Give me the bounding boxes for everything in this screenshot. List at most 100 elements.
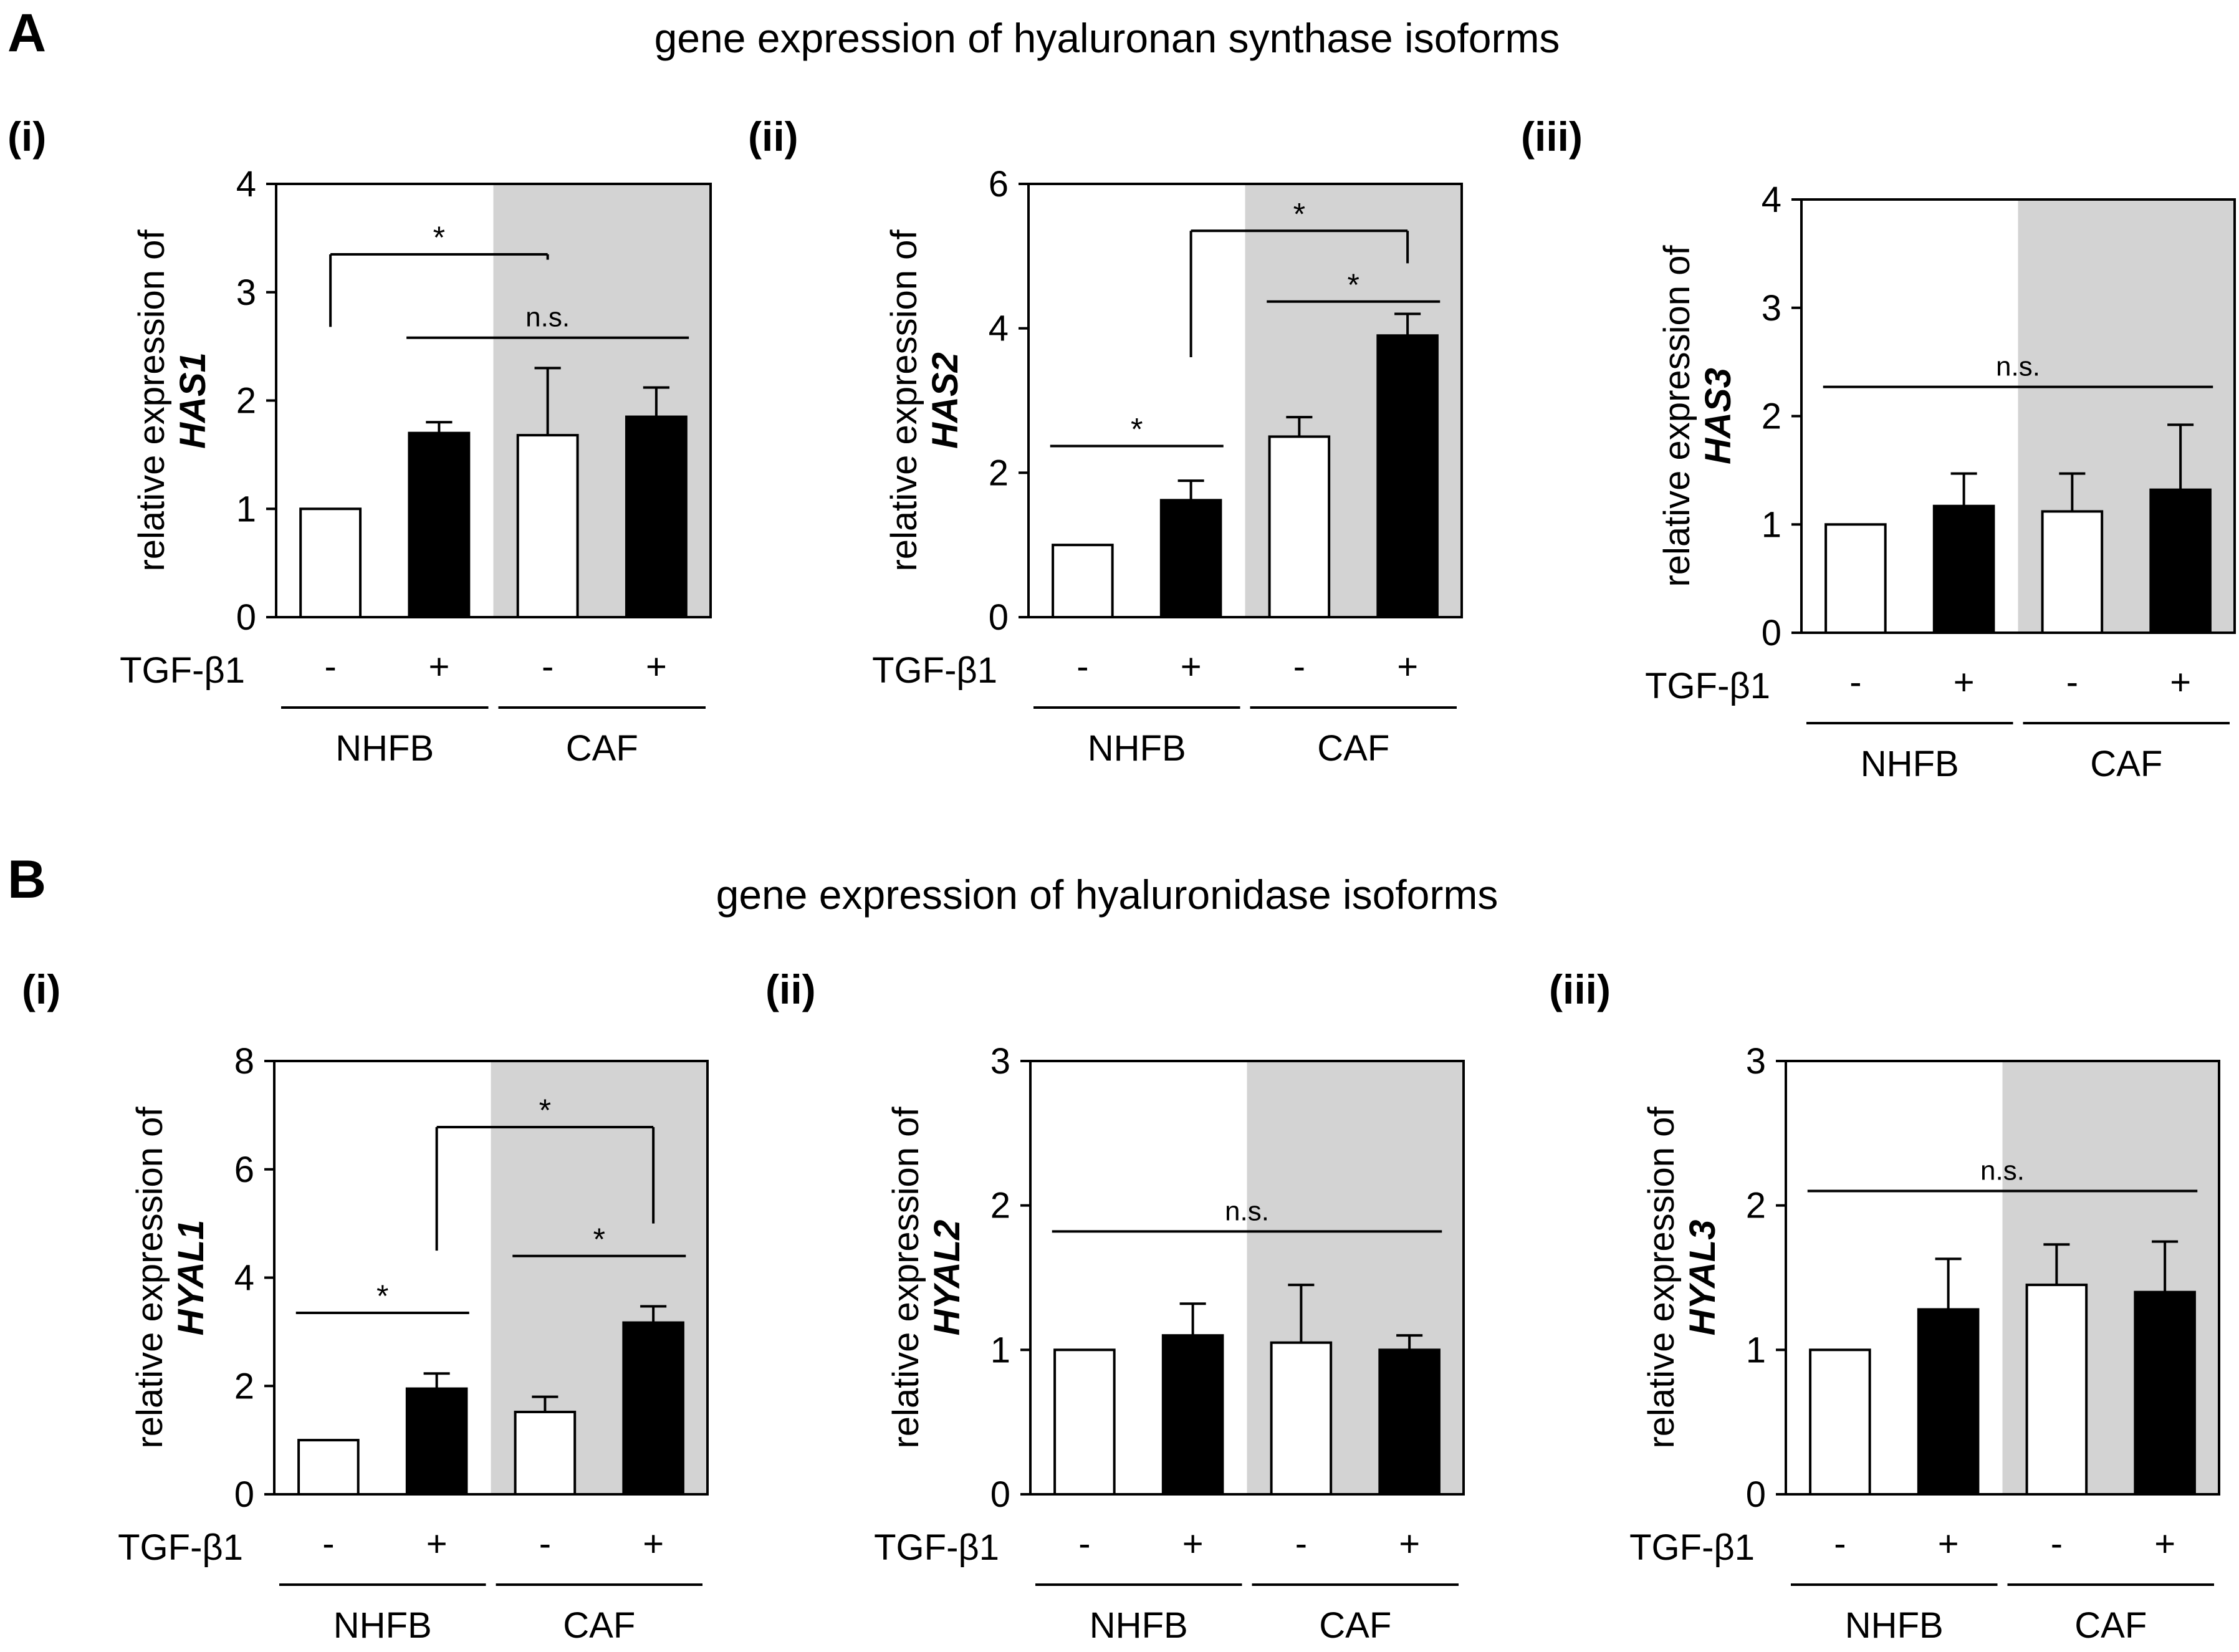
significance-1: n.s. (1052, 1196, 1442, 1233)
group-label-caf: CAF (2074, 1605, 2147, 1646)
treatment-sign-2: + (1181, 646, 1202, 687)
group-label-caf: CAF (566, 728, 638, 769)
bar-1 (297, 1439, 360, 1496)
error-bar-3 (532, 1395, 559, 1412)
bar-1 (1824, 523, 1887, 634)
significance-2: * (512, 1222, 686, 1257)
treatment-sign-1: - (1076, 646, 1088, 687)
error-bar-4 (1396, 1334, 1423, 1350)
bar-4 (1376, 334, 1439, 618)
y-tick-label: 3 (1746, 1041, 1766, 1082)
y-tick-label: 1 (236, 489, 256, 529)
bar-4 (2134, 1290, 2196, 1496)
bar-4 (1378, 1348, 1441, 1496)
y-axis-gene-name: HAS2 (925, 352, 966, 449)
y-axis-label: relative expression ofHYAL3 (1641, 1107, 1723, 1449)
bar-2 (405, 1387, 468, 1496)
group-label-caf: CAF (1317, 728, 1389, 769)
y-axis-gene-name: HYAL1 (171, 1220, 211, 1336)
significance-label: n.s. (525, 302, 570, 333)
treatment-sign-3: - (1293, 646, 1305, 687)
y-tick-label: 2 (1746, 1186, 1766, 1226)
y-axis-label: relative expression ofHAS1 (132, 229, 213, 572)
y-tick-label: 8 (234, 1041, 254, 1082)
treatment-sign-2: + (428, 646, 449, 687)
y-axis-gene-name: HAS1 (173, 352, 213, 449)
treatment-label: TGF-β1 (874, 1527, 999, 1568)
y-axis-label: relative expression ofHYAL2 (886, 1107, 967, 1449)
y-tick-label: 1 (1746, 1330, 1766, 1370)
significance-1: n.s. (1823, 352, 2213, 388)
significance-label: * (539, 1093, 551, 1128)
y-tick-label: 1 (1762, 504, 1781, 545)
y-axis-label: relative expression ofHAS2 (884, 229, 966, 572)
y-tick-label: 0 (236, 597, 256, 638)
error-bar-3 (1286, 416, 1313, 437)
bar-2 (408, 431, 471, 618)
significance-label: * (593, 1222, 605, 1257)
significance-1: * (1050, 411, 1224, 448)
treatment-sign-2: + (1938, 1524, 1959, 1564)
y-tick-label: 2 (236, 381, 256, 421)
y-tick-label: 6 (989, 164, 1009, 204)
treatment-sign-4: + (643, 1524, 664, 1564)
treatment-sign-4: + (2170, 662, 2191, 703)
treatment-sign-3: - (2066, 662, 2078, 703)
error-bar-2 (426, 421, 453, 433)
bar-1 (1052, 544, 1114, 619)
y-axis-gene-name: HYAL2 (927, 1220, 967, 1336)
bar-4 (2149, 488, 2212, 635)
y-tick-label: 0 (990, 1474, 1010, 1515)
y-axis-gene-name: HAS3 (1698, 368, 1738, 464)
significance-1: n.s. (1807, 1156, 2198, 1193)
group-label-nhfb: NHFB (1090, 1605, 1188, 1646)
treatment-label: TGF-β1 (118, 1527, 243, 1568)
bar-3 (1268, 435, 1331, 619)
error-bar-2 (423, 1372, 450, 1389)
y-tick-label: 2 (990, 1186, 1010, 1226)
treatment-sign-3: - (539, 1524, 551, 1564)
panel-label: (i) (22, 966, 60, 1012)
y-axis-label-text: relative expression of (1641, 1107, 1682, 1449)
error-bar-2 (1179, 1302, 1206, 1336)
y-axis-gene-name: HYAL3 (1682, 1220, 1723, 1336)
panel-label: (ii) (748, 113, 798, 160)
treatment-sign-1: - (1849, 662, 1861, 703)
error-bar-3 (1288, 1284, 1315, 1343)
group-label-nhfb: NHFB (335, 728, 434, 769)
y-tick-label: 6 (234, 1150, 254, 1190)
y-tick-label: 2 (234, 1366, 254, 1406)
group-label-nhfb: NHFB (1845, 1605, 1944, 1646)
significance-1: * (295, 1279, 469, 1314)
y-axis-label-text: relative expression of (886, 1107, 926, 1449)
group-label-nhfb: NHFB (1088, 728, 1186, 769)
y-tick-label: 2 (989, 453, 1009, 493)
section-title-a: gene expression of hyaluronan synthase i… (654, 15, 1560, 61)
significance-1: * (329, 220, 549, 327)
y-tick-label: 3 (1762, 288, 1781, 329)
error-bar-3 (2059, 472, 2086, 512)
bar-3 (2025, 1284, 2088, 1496)
y-axis-label: relative expression ofHYAL1 (130, 1107, 211, 1449)
treatment-label: TGF-β1 (872, 650, 997, 691)
bar-2 (1159, 499, 1222, 618)
y-tick-label: 4 (236, 164, 256, 204)
treatment-sign-1: - (324, 646, 336, 687)
significance-2: * (1267, 267, 1441, 303)
significance-label: * (433, 220, 445, 255)
treatment-sign-3: - (2051, 1524, 2063, 1564)
treatment-sign-4: + (1397, 646, 1418, 687)
treatment-sign-4: + (1399, 1524, 1420, 1564)
treatment-sign-2: + (1954, 662, 1975, 703)
panel-label: (iii) (1549, 966, 1611, 1012)
error-bar-4 (2152, 1240, 2179, 1292)
bar-3 (2041, 510, 2104, 635)
treatment-label: TGF-β1 (1629, 1527, 1755, 1568)
bar-4 (625, 415, 688, 618)
bar-1 (1809, 1348, 1871, 1496)
bar-2 (1932, 504, 1995, 635)
treatment-sign-3: - (542, 646, 554, 687)
significance-label: * (1348, 267, 1359, 302)
